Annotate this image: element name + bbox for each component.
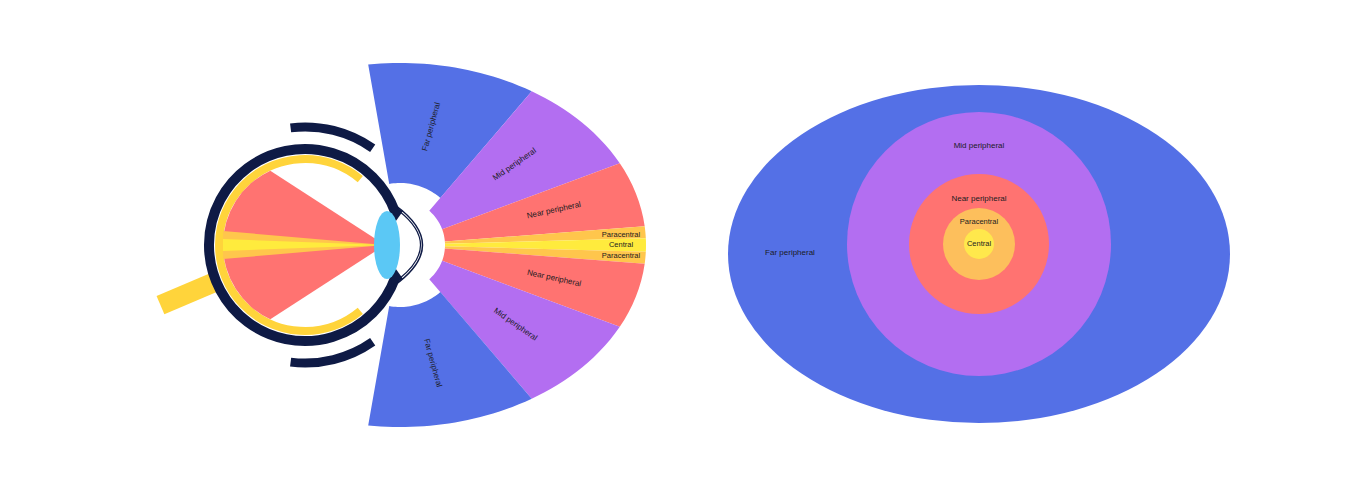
light-cone xyxy=(223,171,385,320)
eye-interior xyxy=(209,149,401,341)
far-peripheral-zone: Far peripheral Mid peripheralNear periphe… xyxy=(728,85,1230,423)
far-peripheral-sector: Far peripheral xyxy=(367,291,533,428)
zone-label: Paracentral xyxy=(602,251,640,259)
cornea xyxy=(395,205,423,285)
sclera xyxy=(209,149,395,341)
zone-label: Central xyxy=(609,241,633,249)
near-peripheral-zone-fill xyxy=(909,174,1049,314)
cornea xyxy=(399,211,421,279)
zone-label: Central xyxy=(967,240,991,248)
near-peripheral-sector-fill xyxy=(442,163,645,241)
far-peripheral-sector-fill xyxy=(368,292,532,427)
lower-eyelid xyxy=(291,342,373,363)
central-zone: Central xyxy=(964,229,994,259)
lens xyxy=(374,211,400,279)
mid-peripheral-zone-fill xyxy=(847,112,1111,376)
zone-label: Near peripheral xyxy=(951,195,1006,204)
paracentral-zone: ParacentralCentral xyxy=(943,208,1015,280)
zone-label: Mid peripheral xyxy=(954,142,1005,151)
near-peripheral-zone: Near peripheralParacentralCentral xyxy=(909,174,1049,314)
upper-eyelid xyxy=(291,127,373,148)
zone-label: Paracentral xyxy=(960,218,998,226)
far-peripheral-sector-shape xyxy=(367,291,533,428)
zone-label: Paracentral xyxy=(602,230,640,238)
zone-label: Far peripheral xyxy=(765,249,815,258)
paracentral-zone-fill xyxy=(943,208,1015,280)
mid-peripheral-zone: Mid peripheralNear peripheralParacentral… xyxy=(847,112,1111,376)
far-peripheral-zone-fill xyxy=(728,85,1230,423)
paracentral-ray xyxy=(223,231,385,259)
central-zone-fill xyxy=(964,229,994,259)
central-ray xyxy=(223,239,385,251)
